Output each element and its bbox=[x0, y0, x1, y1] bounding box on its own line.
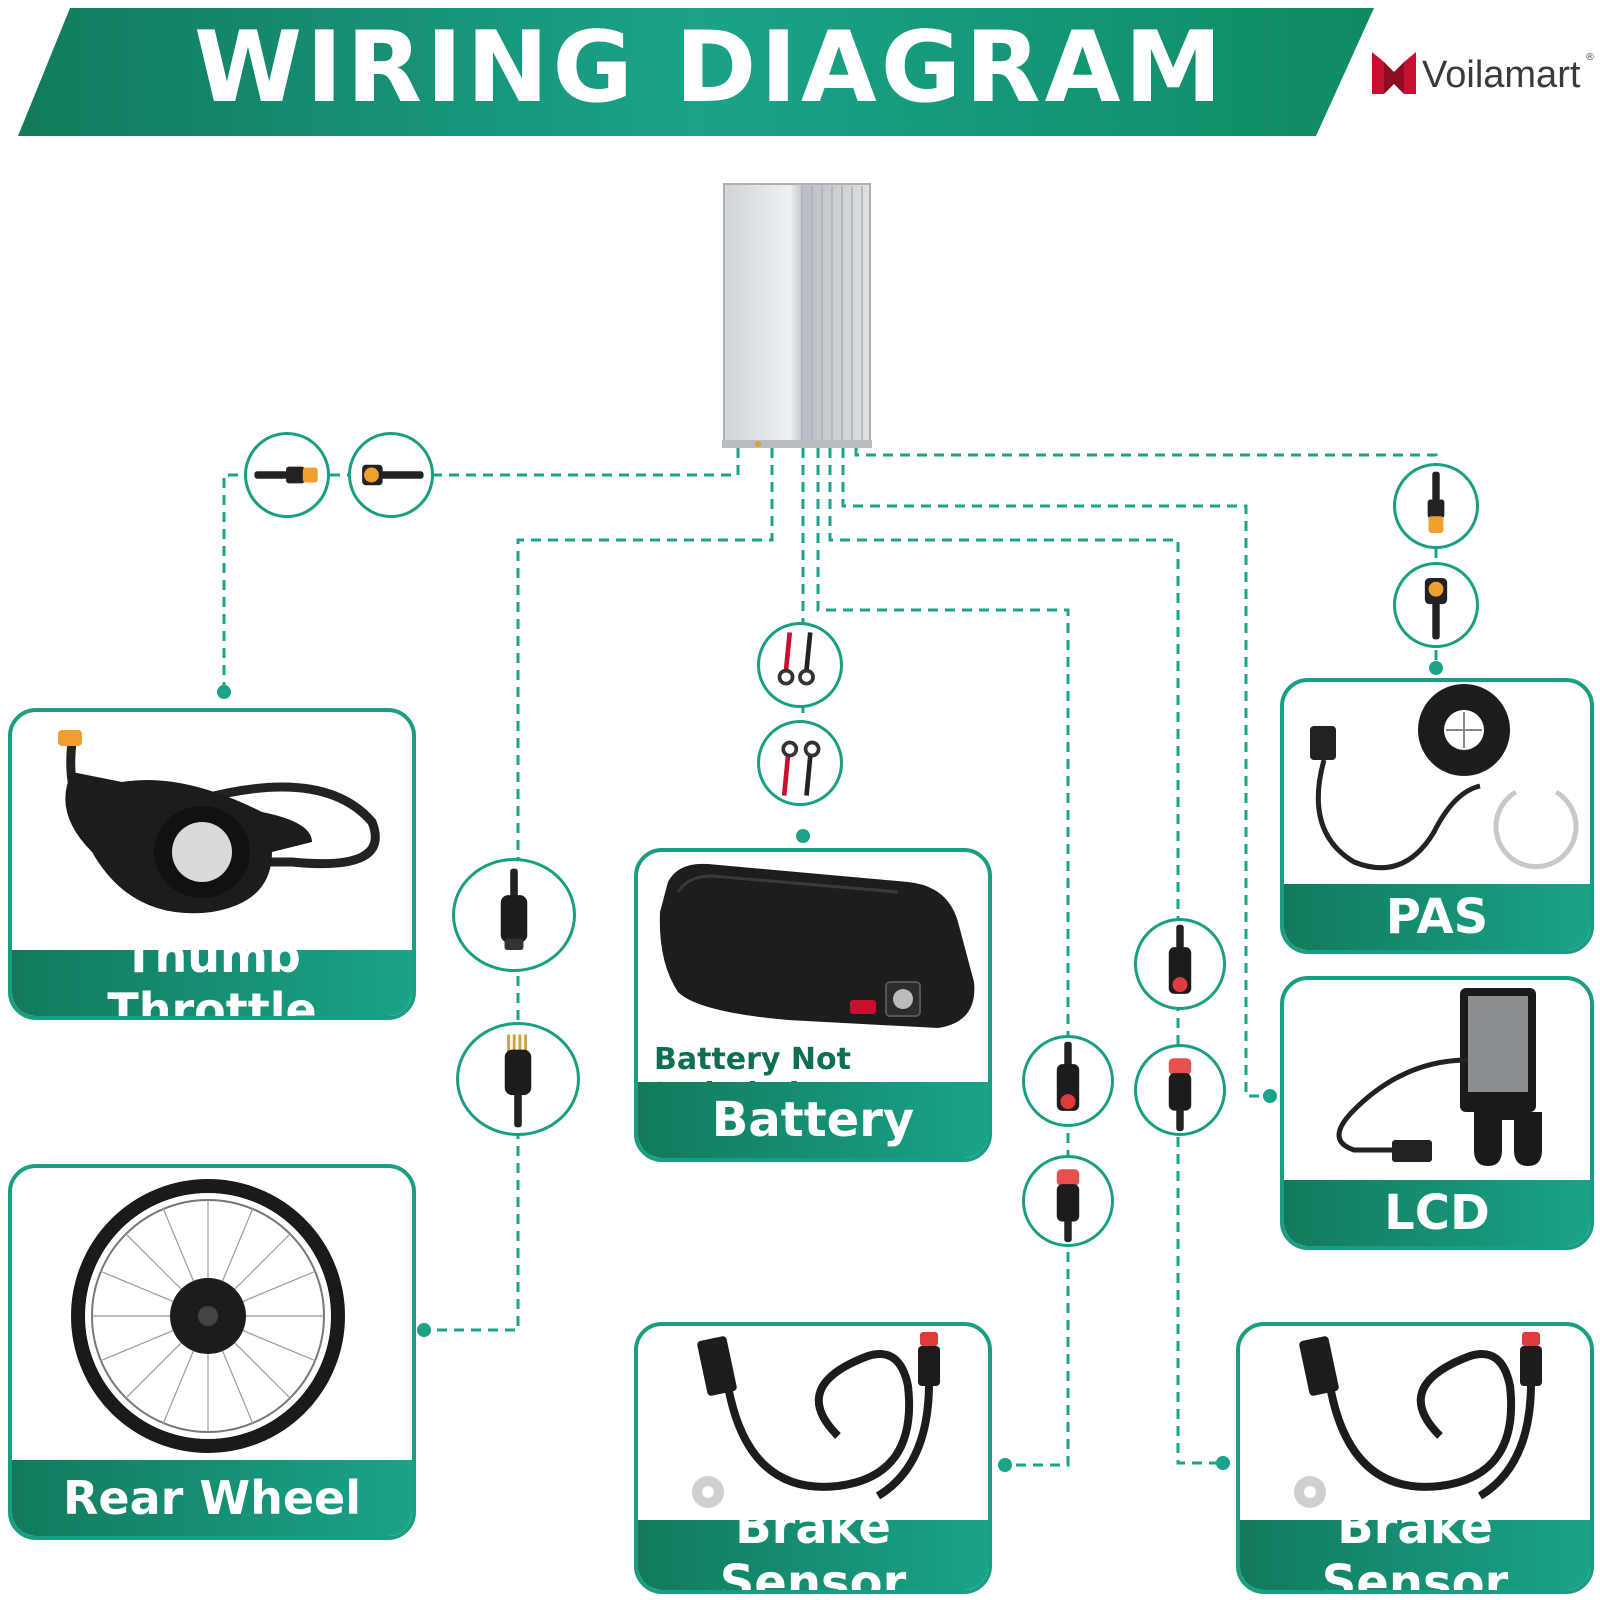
brake-sensor-left-label: Brake Sensor bbox=[638, 1499, 988, 1590]
motor-connector-female bbox=[452, 858, 576, 972]
lcd-card: LCD bbox=[1280, 976, 1594, 1250]
battery-wire-end-dot bbox=[796, 829, 810, 843]
battery-label: Battery bbox=[638, 1082, 988, 1158]
page-title: WIRING DIAGRAM bbox=[194, 11, 1226, 125]
pas-label: PAS bbox=[1284, 884, 1590, 950]
brake-left-connector-male bbox=[1022, 1155, 1114, 1247]
lcd-label: LCD bbox=[1284, 1180, 1590, 1246]
throttle-connector-male bbox=[244, 432, 330, 518]
pas-sensor-icon bbox=[1310, 684, 1579, 871]
brake-sensor-right-label: Brake Sensor bbox=[1240, 1499, 1590, 1590]
throttle-connector-female bbox=[348, 432, 434, 518]
battery-connector-top bbox=[757, 622, 843, 708]
rear-wheel-card: Rear Wheel bbox=[8, 1164, 416, 1540]
battery-pack-icon bbox=[659, 863, 975, 1028]
battery-connector-bottom bbox=[757, 720, 843, 806]
thumb-throttle-card: Thumb Throttle bbox=[8, 708, 416, 1020]
lcd-wire-end-dot bbox=[1263, 1089, 1277, 1103]
brake-sensor-icon bbox=[692, 1332, 940, 1508]
thumb-throttle-icon bbox=[58, 730, 380, 914]
brake-right-connector-female bbox=[1134, 918, 1226, 1010]
registered-mark: ® bbox=[1585, 52, 1595, 63]
pas-connector-male bbox=[1393, 463, 1479, 549]
hub-motor-wheel-icon bbox=[71, 1179, 345, 1453]
brand-name: Voilamart bbox=[1422, 54, 1581, 96]
brake-sensor-left-card: Brake Sensor bbox=[634, 1322, 992, 1594]
rear-wheel-label: Rear Wheel bbox=[12, 1460, 412, 1536]
voilamart-logo-icon bbox=[1372, 52, 1416, 94]
brake-right-connector-male bbox=[1134, 1044, 1226, 1136]
battery-card: Battery Not Included Battery bbox=[634, 848, 992, 1162]
pas-wire-end-dot bbox=[1429, 661, 1443, 675]
rear-wheel-wire-end-dot bbox=[417, 1323, 431, 1337]
thumb-throttle-label: Thumb Throttle bbox=[12, 929, 412, 1016]
lcd-display-icon bbox=[1336, 988, 1542, 1166]
brake-left-wire-end-dot bbox=[998, 1458, 1012, 1472]
pas-connector-female bbox=[1393, 562, 1479, 648]
controller-box-icon bbox=[722, 183, 872, 448]
brake-right-wire-end-dot bbox=[1216, 1456, 1230, 1470]
brake-sensor-right-card: Brake Sensor bbox=[1236, 1322, 1594, 1594]
brake-left-connector-female bbox=[1022, 1035, 1114, 1127]
pas-card: PAS bbox=[1280, 678, 1594, 954]
header-banner bbox=[18, 8, 1374, 136]
throttle-wire-end-dot bbox=[217, 685, 231, 699]
brake-sensor-icon bbox=[1294, 1332, 1542, 1508]
motor-connector-male bbox=[456, 1022, 580, 1136]
